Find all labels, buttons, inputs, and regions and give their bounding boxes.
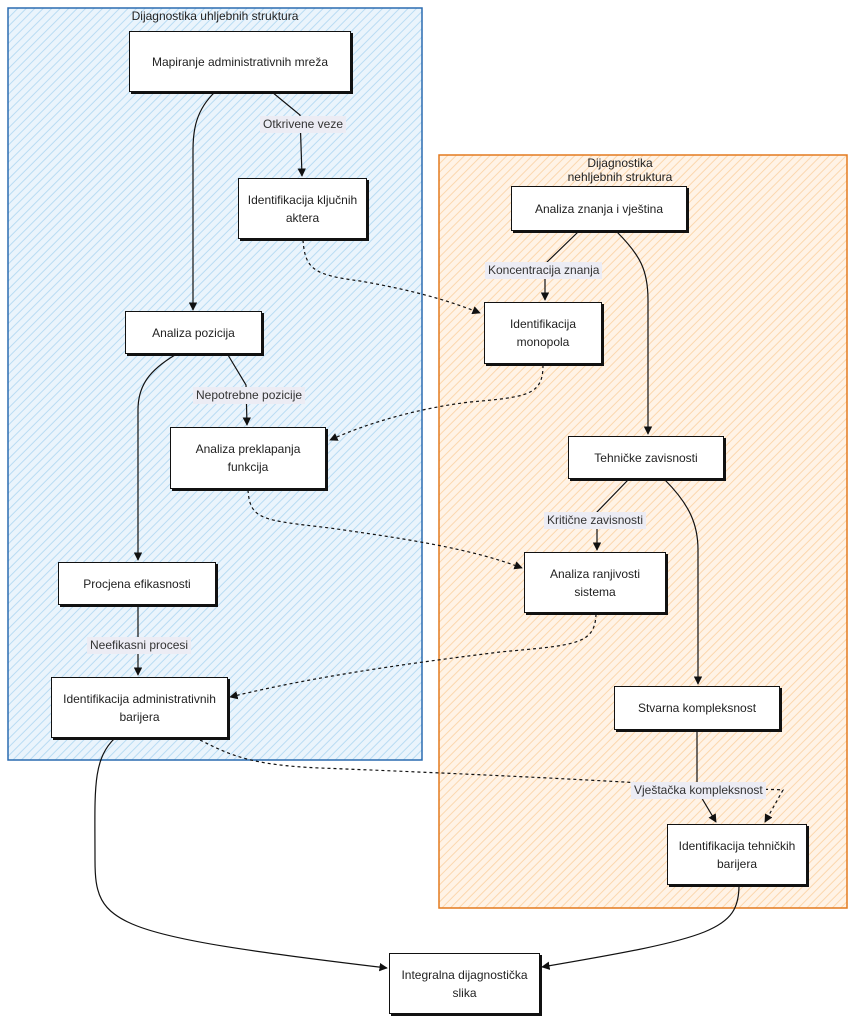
edge-monopol-preklapanje	[329, 364, 544, 441]
edge-label-vjestacka-kompleksnost: Vještačka kompleksnost	[631, 782, 766, 799]
node-analiza-znanja[interactable]: Analiza znanja i vještina	[511, 186, 687, 231]
node-mapiranje[interactable]: Mapiranje administrativnih mreža	[129, 31, 351, 92]
cluster-nehljebni-title: Dijagnostika nehljebnih struktura	[567, 156, 673, 184]
edge-tehnicke-stvarna	[664, 479, 703, 685]
node-tehnicke-zavisnosti[interactable]: Tehničke zavisnosti	[568, 436, 724, 479]
edge-label-otkrivene-veze: Otkrivene veze	[260, 116, 347, 133]
node-analiza-pozicija[interactable]: Analiza pozicija	[125, 311, 262, 354]
node-integralna-slika[interactable]: Integralna dijagnostička slika	[389, 953, 540, 1014]
edge-preklapanje-ranjivost	[247, 489, 523, 570]
edge-label-neefikasni-procesi: Neefikasni procesi	[87, 637, 192, 654]
cluster-uhljebni-box	[7, 7, 423, 761]
edge-identifikacija-admin-integralna	[94, 737, 388, 972]
node-identifikacija-admin[interactable]: Identifikacija administrativnih barijera	[51, 677, 228, 738]
edge-aktera-monopol	[302, 239, 481, 315]
cluster-uhljebni-title: Dijagnostika uhljebnih struktura	[131, 9, 299, 23]
edge-identifikacija-tehnickih-integralna	[541, 884, 740, 970]
node-identifikacija-aktera[interactable]: Identifikacija ključnih aktera	[238, 178, 367, 239]
node-analiza-ranjivosti[interactable]: Analiza ranjivosti sistema	[524, 552, 666, 613]
edge-ranjivost-identifikacija-admin	[229, 613, 597, 700]
edge-analiza-pozicija-procjena	[133, 354, 176, 561]
node-identifikacija-tehnickih[interactable]: Identifikacija tehničkih barijera	[667, 824, 807, 885]
edge-identifikacija-admin-tehnickih	[199, 739, 784, 823]
edge-mapiranje-analiza-pozicija	[188, 91, 216, 311]
edge-analiza-pozicija-preklapanje	[227, 354, 252, 426]
edge-label-kriticne-zavisnosti: Kritične zavisnosti	[544, 512, 647, 529]
edge-label-koncentracija-znanja: Koncentracija znanja	[485, 262, 603, 279]
node-stvarna-kompleksnost[interactable]: Stvarna kompleksnost	[614, 686, 780, 730]
edge-label-nepotrebne-pozicije: Nepotrebne pozicije	[193, 387, 306, 404]
edge-analiza-znanja-tehnicke	[616, 231, 653, 435]
edge-mapiranje-identifikacija-aktera	[271, 91, 306, 177]
node-analiza-preklapanja[interactable]: Analiza preklapanja funkcija	[170, 427, 326, 489]
node-identifikacija-monopola[interactable]: Identifikacija monopola	[484, 302, 602, 364]
node-procjena-efikasnosti[interactable]: Procjena efikasnosti	[58, 562, 216, 605]
